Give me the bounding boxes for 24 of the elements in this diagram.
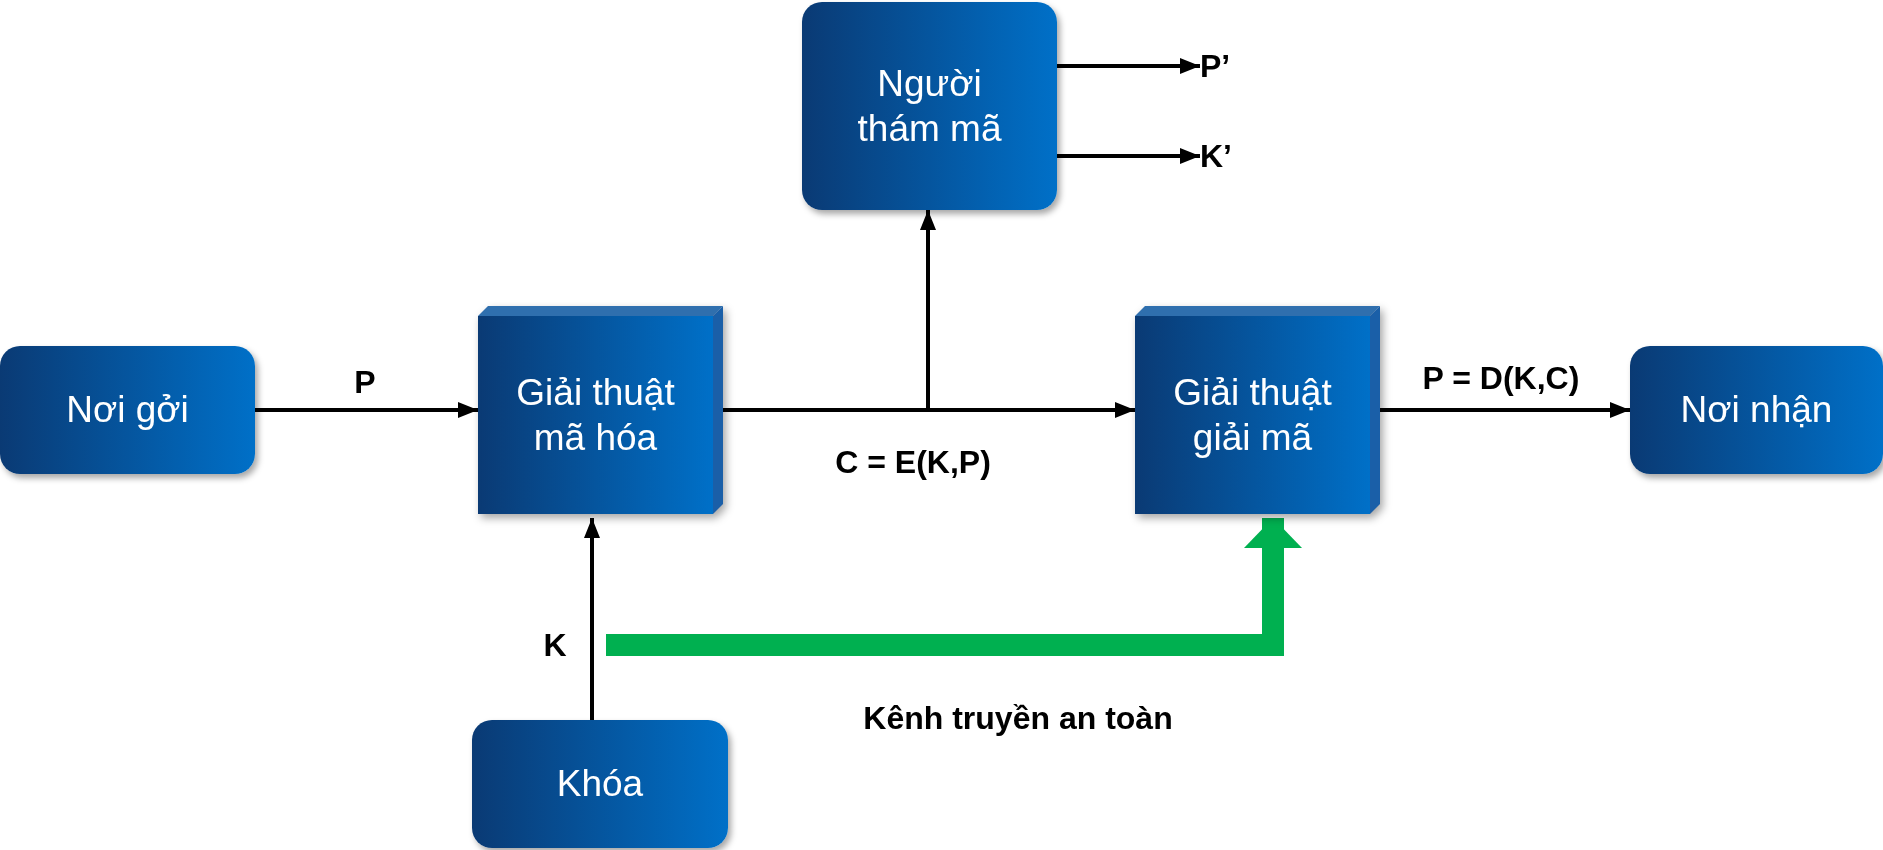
node-label: Khóa	[555, 762, 645, 807]
rounded-box	[1630, 346, 1883, 474]
rounded-box	[0, 346, 255, 474]
edge-label: P	[354, 363, 376, 401]
node-label: Giải thuật mã hóa	[515, 370, 676, 460]
edge-label: P = D(K,C)	[1422, 359, 1580, 397]
output-label: P’	[1200, 47, 1231, 85]
node-label: Nơi nhận	[1679, 388, 1834, 433]
arrow	[584, 518, 600, 720]
node-label: Người thám mã	[856, 61, 1003, 151]
edge-label: K	[543, 626, 567, 664]
channel-arrow	[606, 518, 1302, 656]
node-label: Giải thuật giải mã	[1172, 370, 1333, 460]
output-label: K’	[1200, 137, 1232, 175]
rounded-box	[802, 2, 1057, 210]
rounded-box	[472, 720, 728, 848]
node-label: Nơi gởi	[65, 388, 190, 433]
arrow	[255, 402, 478, 418]
arrow	[1057, 58, 1200, 74]
arrow	[1380, 402, 1630, 418]
arrow	[1057, 148, 1200, 164]
arrow	[723, 210, 936, 412]
edge-label: C = E(K,P)	[835, 443, 991, 481]
edge-label: Kênh truyền an toàn	[863, 699, 1173, 737]
